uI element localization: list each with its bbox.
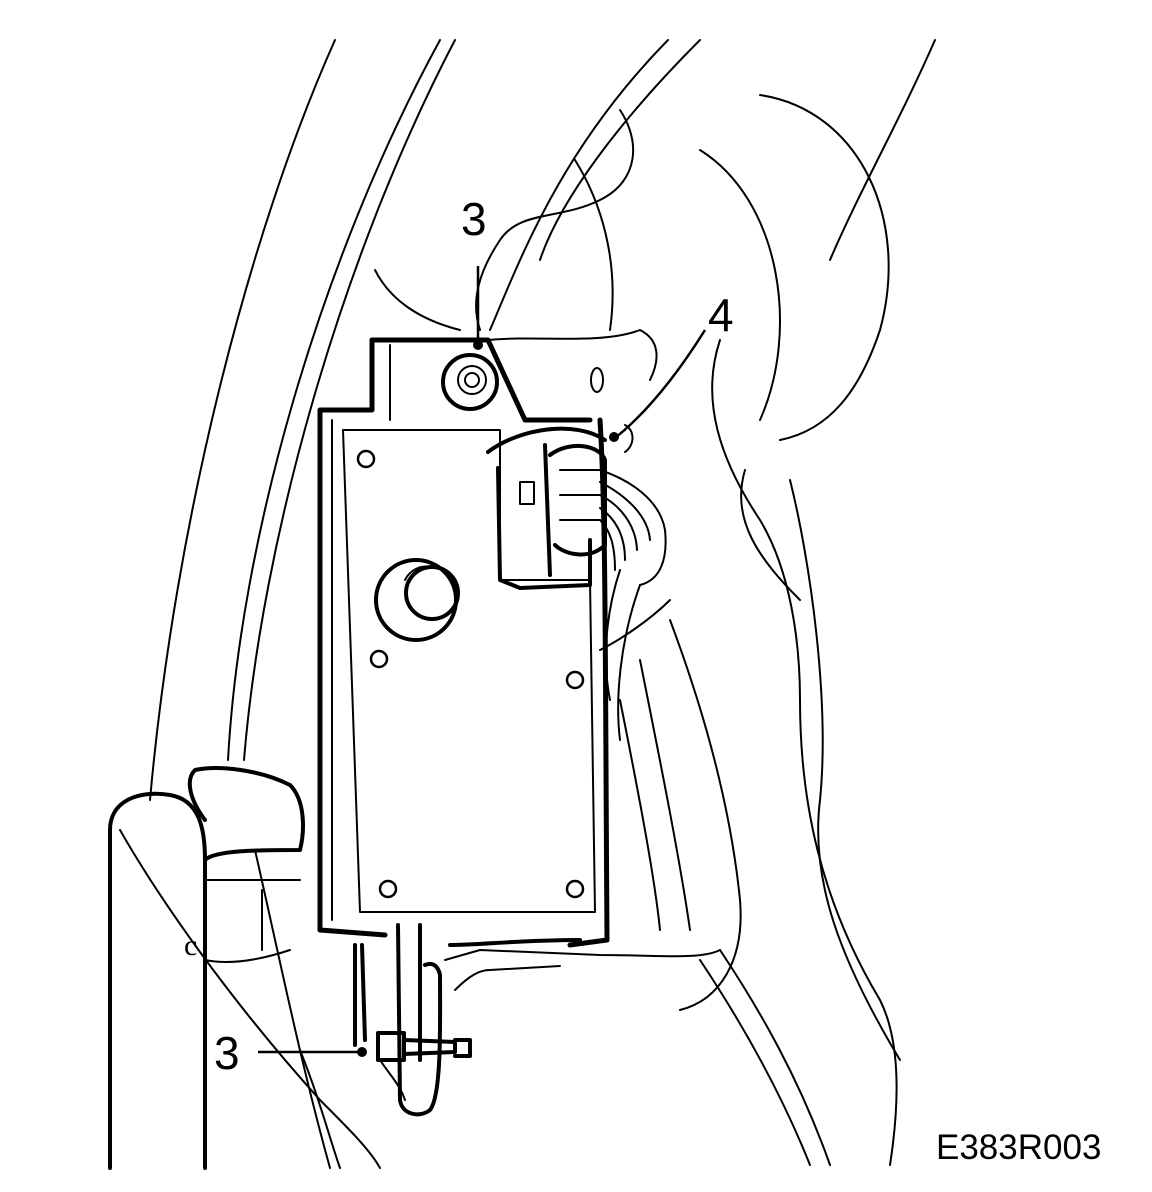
plate-hole-2	[369, 649, 389, 669]
plate-hole-3	[565, 670, 585, 690]
top-mounting-bolt	[441, 353, 499, 411]
figure-identifier: E383R003	[936, 1128, 1102, 1167]
callout-label-bolt-bottom: 3	[214, 1027, 240, 1079]
callout-label-bolt-top: 3	[461, 193, 487, 245]
body-panel-outlines	[119, 39, 936, 1169]
trim-bracket: c	[108, 766, 305, 1170]
plate-hole-4	[378, 879, 398, 899]
module-housing	[317, 329, 658, 948]
callout-label-connector: 4	[708, 289, 734, 341]
central-stud	[374, 558, 460, 642]
svg-text:c: c	[184, 929, 197, 962]
module-plate	[342, 429, 596, 913]
plate-hole-1	[356, 449, 376, 469]
callout-leaders	[258, 266, 707, 1057]
electrical-connector	[486, 424, 667, 741]
plate-hole-5	[565, 879, 585, 899]
lower-bracket	[353, 923, 721, 1117]
